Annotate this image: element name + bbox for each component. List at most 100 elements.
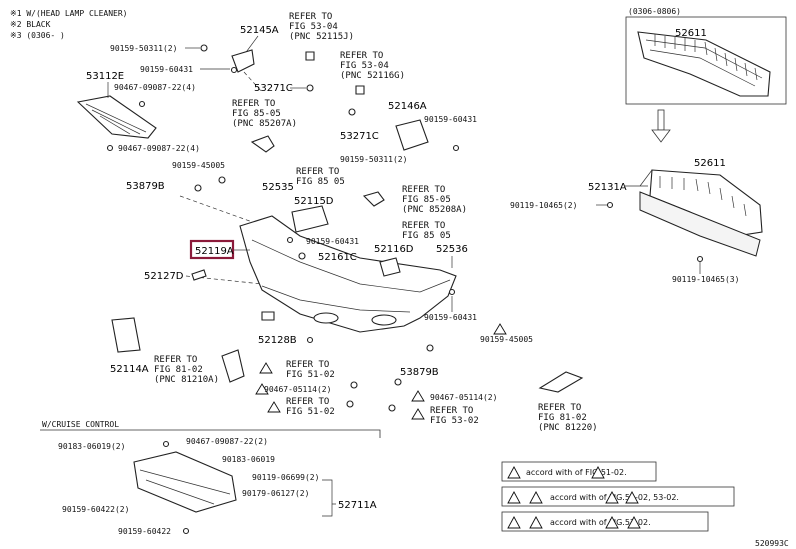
nut-icon: [200, 44, 208, 52]
part-90159-45005-b[interactable]: 90159-45005: [480, 335, 533, 344]
cruise-box-frame: [40, 429, 381, 438]
ref-label: (PNC 52115J): [289, 32, 354, 42]
part-90159-60431-c[interactable]: 90159-60431: [306, 237, 359, 246]
part-90159-50311-2[interactable]: 90159-50311(2): [110, 44, 177, 53]
clip-icon: [261, 311, 275, 321]
ref-label[interactable]: FIG 81-02: [538, 413, 587, 423]
inset-box: [625, 16, 787, 105]
legend-text: accord with of FIG.51-02.: [526, 468, 627, 477]
bracket-52145A: [231, 49, 255, 73]
ref-label[interactable]: FIG 85-05: [402, 195, 451, 205]
ref-label[interactable]: FIG 85 05: [402, 231, 451, 241]
absorber-52611-inset: [637, 31, 771, 97]
clip-icon: [106, 144, 114, 152]
clip-icon: [218, 176, 226, 184]
part-90159-60422-2[interactable]: 90159-60422(2): [62, 505, 129, 514]
warning-triangle-icon: [507, 466, 521, 479]
part-90119-10465-2[interactable]: 90119-10465(2): [510, 201, 577, 210]
ref-label: (PNC 85207A): [232, 119, 297, 129]
part-90159-50311-2b[interactable]: 90159-50311(2): [340, 155, 407, 164]
part-52119A[interactable]: 52119A: [195, 246, 234, 257]
warning-triangle-icon: [411, 390, 425, 402]
warning-triangle-icon: [507, 491, 521, 504]
part-90467-05114-2b[interactable]: 90467-05114(2): [430, 393, 497, 402]
warning-triangle-icon: [605, 491, 619, 504]
part-90159-60431-a[interactable]: 90159-60431: [140, 65, 193, 74]
bracket-52146A: [395, 119, 429, 151]
warning-triangle-icon: [493, 323, 507, 335]
ref-label: (PNC 81220): [538, 423, 598, 433]
part-90179-06127-2[interactable]: 90179-06127(2): [242, 489, 309, 498]
part-52711A[interactable]: 52711A: [338, 500, 377, 511]
lamp-81220: [538, 371, 584, 393]
ref-label: (PNC 52116G): [340, 71, 405, 81]
ref-label: REFER TO: [286, 360, 329, 370]
part-53271C-b[interactable]: 53271C: [340, 131, 379, 142]
clip-icon: [162, 440, 170, 448]
part-52127D[interactable]: 52127D: [144, 271, 184, 282]
ref-label: REFER TO: [154, 355, 197, 365]
ref-label: REFER TO: [538, 403, 581, 413]
clip-icon: [182, 527, 190, 535]
part-90467-09087-22-2[interactable]: 90467-09087-22(2): [186, 437, 268, 446]
bolt-icon: [606, 201, 614, 209]
part-52131A[interactable]: 52131A: [588, 182, 627, 193]
legend: accord with of FIG.51-02. accord with of…: [501, 461, 735, 532]
warning-triangle-icon: [605, 516, 619, 529]
part-90467-09087-22-4b[interactable]: 90467-09087-22(4): [118, 144, 200, 153]
clip-icon: [286, 236, 294, 244]
ref-label[interactable]: FIG 85-05: [232, 109, 281, 119]
highlight-frame: [189, 239, 235, 260]
ref-label[interactable]: FIG 51-02: [286, 370, 335, 380]
part-52115D[interactable]: 52115D: [294, 196, 334, 207]
ref-label[interactable]: FIG 85 05: [296, 177, 345, 187]
part-52161C[interactable]: 52161C: [318, 252, 357, 263]
part-52536[interactable]: 52536: [436, 244, 468, 255]
part-53112E[interactable]: 53112E: [86, 71, 124, 82]
part-90183-06019-2[interactable]: 90183-06019(2): [58, 442, 125, 451]
sensor-bracket: [250, 135, 275, 153]
clip-icon: [305, 51, 315, 61]
part-52535[interactable]: 52535: [262, 182, 294, 193]
part-52114A[interactable]: 52114A: [110, 364, 149, 375]
arrow-down-icon: [651, 109, 671, 143]
bumper-cover-52119A: [239, 215, 457, 333]
ref-label[interactable]: FIG 51-02: [286, 407, 335, 417]
part-52116D[interactable]: 52116D: [374, 244, 414, 255]
grille-53112E: [76, 95, 157, 139]
part-52146A[interactable]: 52146A: [388, 101, 427, 112]
part-90159-60431-b[interactable]: 90159-60431: [424, 115, 477, 124]
clip-icon: [138, 100, 146, 108]
part-90183-06019[interactable]: 90183-06019: [222, 455, 275, 464]
clip-icon: [306, 84, 314, 92]
clip-icon: [394, 378, 402, 386]
part-90159-60431-d[interactable]: 90159-60431: [424, 313, 477, 322]
part-90159-60422[interactable]: 90159-60422: [118, 527, 171, 536]
ref-label: (PNC 81210A): [154, 375, 219, 385]
inset-date-range: (0306-0806): [628, 7, 681, 16]
cruise-box-label: W/CRUISE CONTROL: [42, 420, 119, 429]
part-53271C-a[interactable]: 53271C: [254, 83, 293, 94]
header-note-2: ※2 BLACK: [10, 20, 51, 29]
ref-label[interactable]: FIG 81-02: [154, 365, 203, 375]
ref-label[interactable]: FIG 53-04: [289, 22, 338, 32]
ref-label[interactable]: FIG 53-04: [340, 61, 389, 71]
part-53879B[interactable]: 53879B: [126, 181, 165, 192]
absorber-52611-main: [639, 169, 763, 257]
clip-icon: [350, 381, 358, 389]
part-90119-06699-2[interactable]: 90119-06699(2): [252, 473, 319, 482]
nut-icon: [452, 144, 460, 152]
warning-triangle-icon: [627, 516, 641, 529]
part-52611-main[interactable]: 52611: [694, 158, 726, 169]
part-52128B[interactable]: 52128B: [258, 335, 297, 346]
part-53879B-b[interactable]: 53879B: [400, 367, 439, 378]
part-90119-10465-3[interactable]: 90119-10465(3): [672, 275, 739, 284]
part-52145A[interactable]: 52145A: [240, 25, 279, 36]
part-90467-09087-22-4[interactable]: 90467-09087-22(4): [114, 83, 196, 92]
part-52611-inset[interactable]: 52611: [675, 28, 707, 39]
part-90159-45005[interactable]: 90159-45005: [172, 161, 225, 170]
part-90467-05114-2a[interactable]: 90467-05114(2): [264, 385, 331, 394]
bracket-52711A: [133, 451, 237, 513]
ref-label[interactable]: FIG 53-02: [430, 416, 479, 426]
